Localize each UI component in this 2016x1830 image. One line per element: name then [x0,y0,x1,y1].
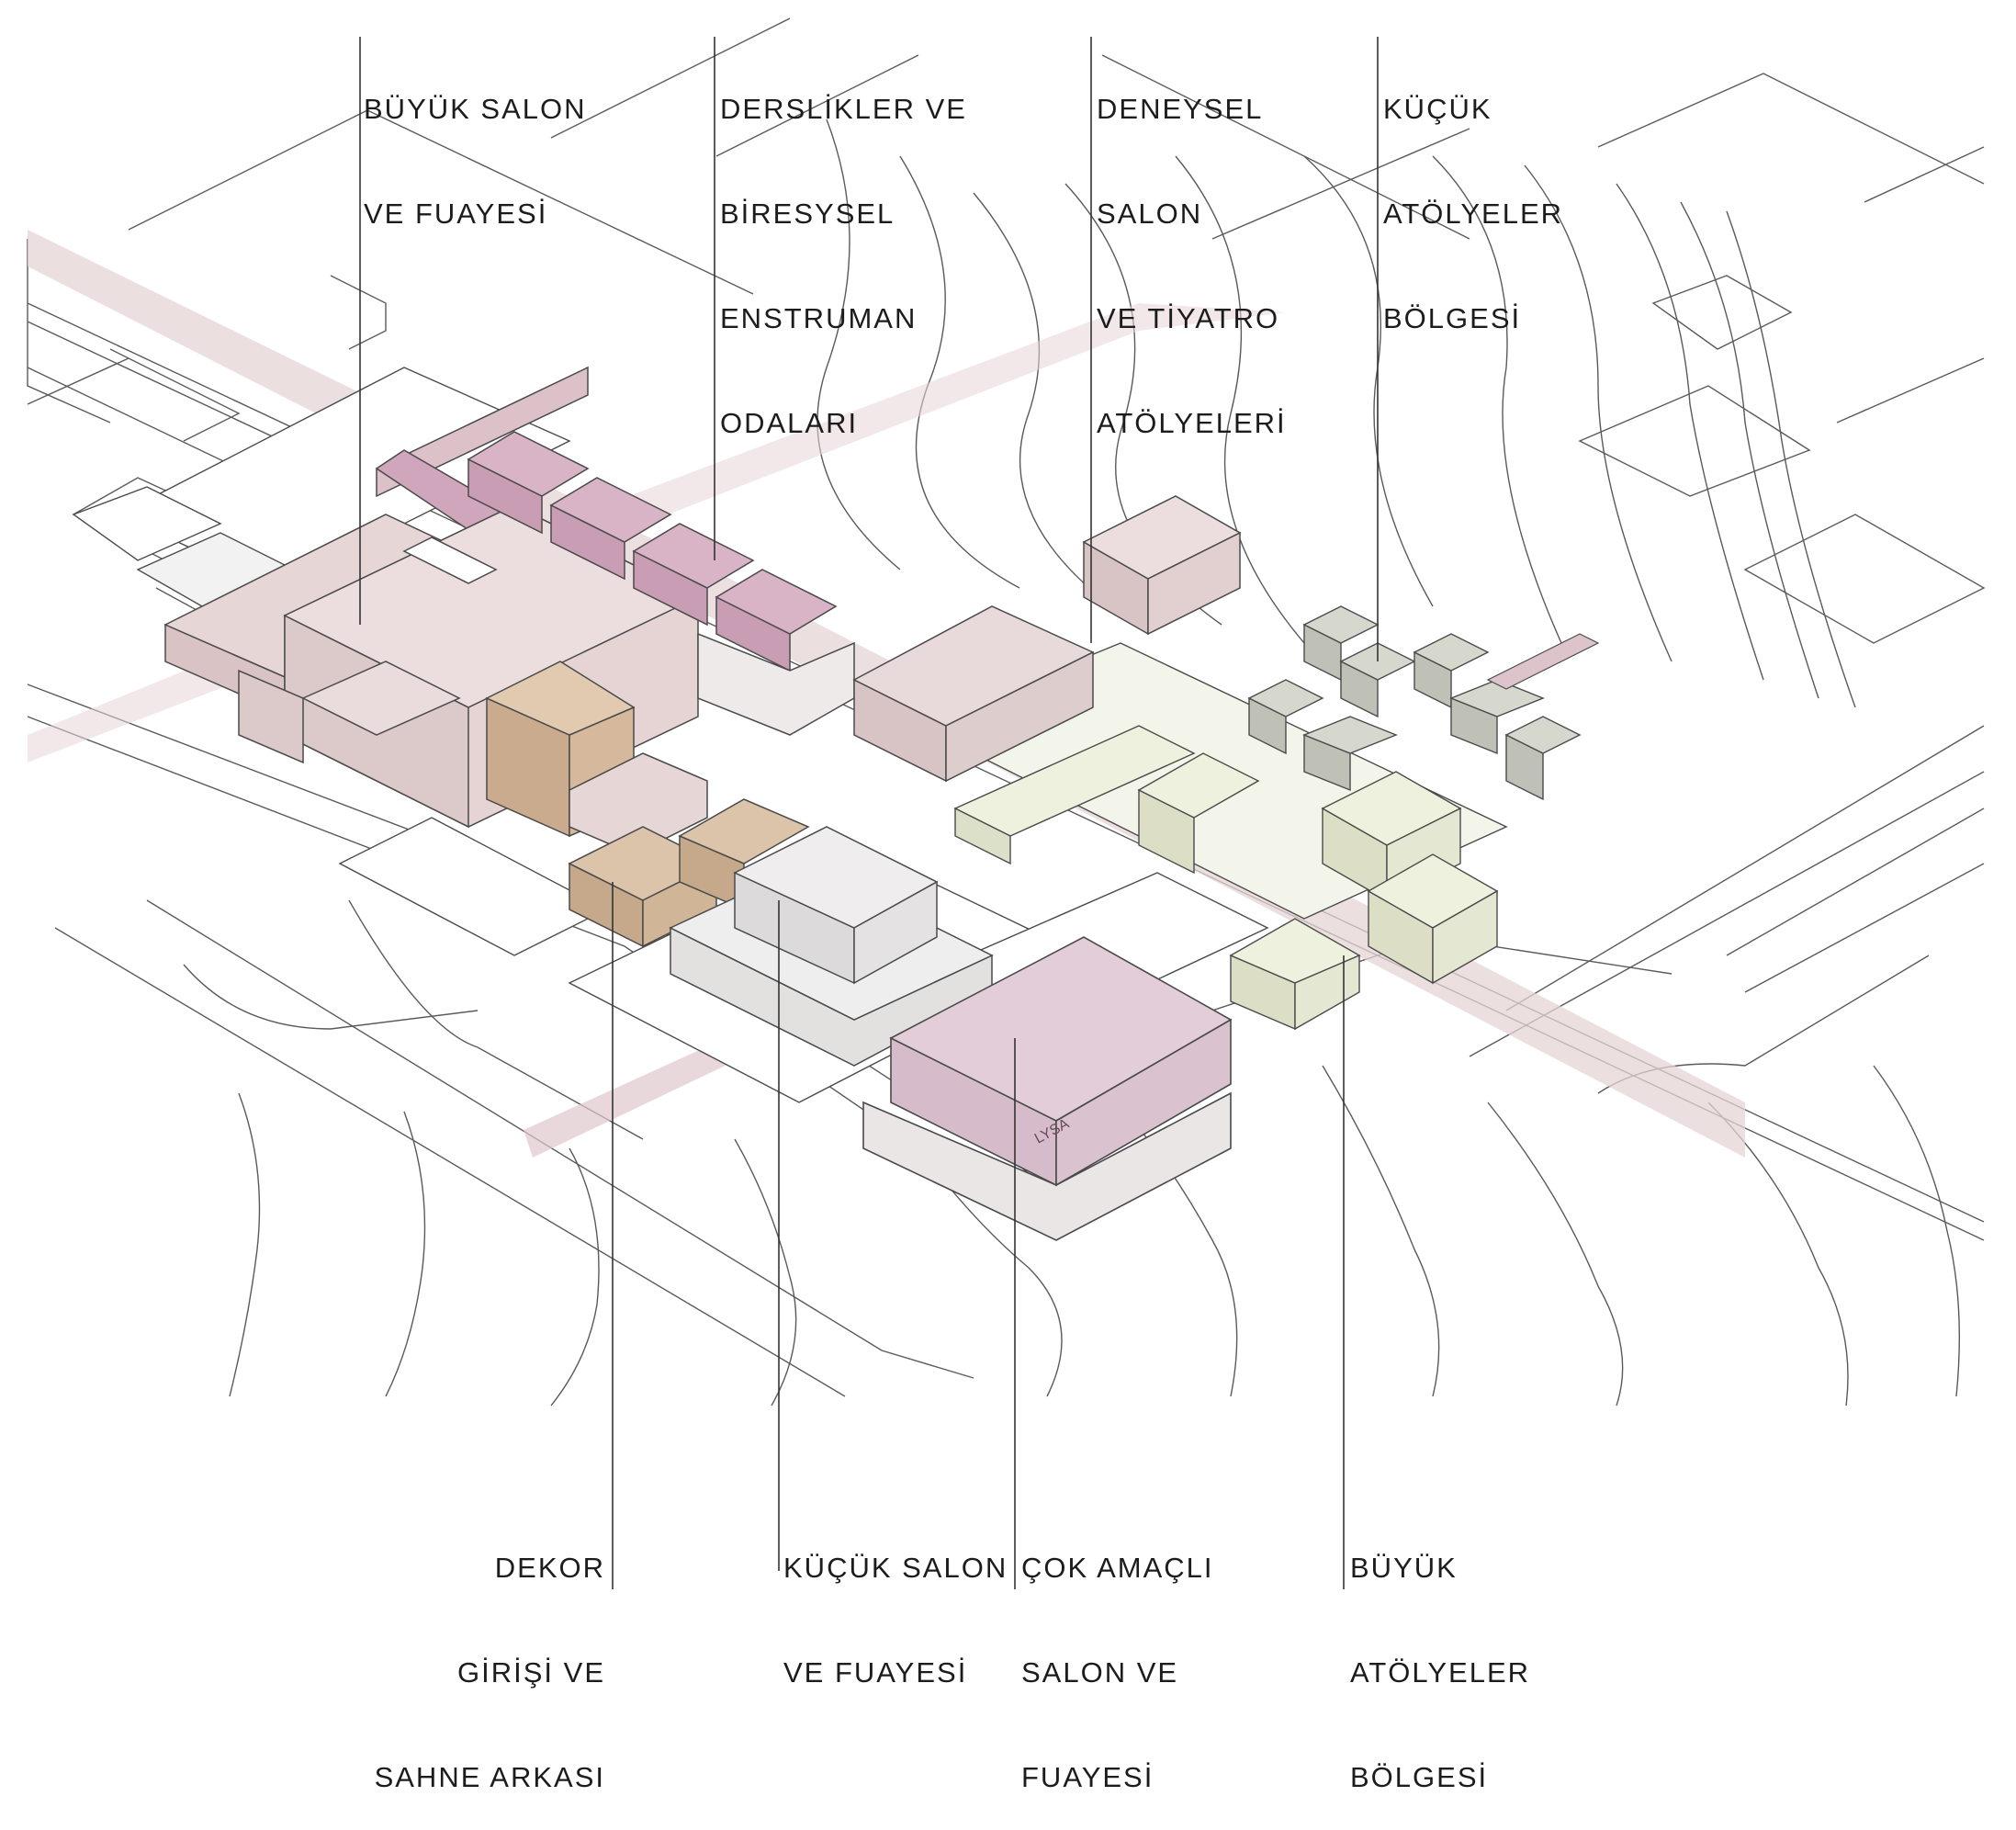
label-line: SALON [1097,198,1203,230]
deneysel-salon-building [1082,495,1242,636]
label-line: ATÖLYELER [1383,198,1564,230]
label-line: DERSLİKLER VE [720,93,967,125]
label-line: BÜYÜK SALON [364,93,587,125]
label-line: SALON VE [1021,1656,1179,1689]
sahne-kulesi [485,661,708,855]
label-buyuk-salon: BÜYÜK SALON VE FUAYESİ [364,22,587,266]
label-line: FUAYESİ [1021,1761,1154,1793]
label-buyuk-atolyeler: BÜYÜK ATÖLYELER BÖLGESİ [1350,1481,1530,1830]
leader-lines [359,37,1379,1589]
label-line: ENSTRUMAN [720,302,918,334]
label-derslikler: DERSLİKLER VE BİRESYSEL ENSTRUMAN ODALAR… [720,22,967,476]
kopru [1486,633,1600,690]
label-line: ATÖLYELERİ [1097,407,1287,439]
site-axonometric-diagram: LYSA [27,17,1986,1589]
label-line: ODALARI [720,407,859,439]
label-line: VE TİYATRO [1097,302,1280,334]
label-line: GİRİŞİ VE [457,1656,605,1689]
kucuk-atolyeler-building [1247,605,1582,801]
label-line: ÇOK AMAÇLI [1021,1552,1214,1584]
label-line: KÜÇÜK SALON [783,1552,1008,1584]
kucuk-salon-building [568,798,994,1067]
label-line: VE FUAYESİ [783,1656,968,1689]
label-line: BİRESYSEL [720,198,895,230]
label-kucuk-salon: KÜÇÜK SALON VE FUAYESİ [783,1481,1008,1725]
label-line: BÜYÜK [1350,1552,1458,1584]
derslikler-building [467,431,855,736]
cok-amacli-salon-building [862,936,1233,1241]
label-line: DEKOR [494,1552,605,1584]
label-line: BÖLGESİ [1350,1761,1489,1793]
label-dekor: DEKOR GİRİŞİ VE SAHNE ARKASI [375,1481,605,1830]
label-line: VE FUAYESİ [364,198,548,230]
label-cok-amacli: ÇOK AMAÇLI SALON VE FUAYESİ [1021,1481,1214,1830]
label-kucuk-atolyeler: KÜÇÜK ATÖLYELER BÖLGESİ [1383,22,1563,371]
label-line: KÜÇÜK [1383,93,1492,125]
label-line: SAHNE ARKASI [374,1761,605,1793]
label-line: ATÖLYELER [1350,1656,1531,1689]
orta-blok [852,605,1095,783]
label-line: BÖLGESİ [1383,302,1522,334]
buyuk-atolyeler-building [953,725,1499,1031]
label-line: DENEYSEL [1097,93,1264,125]
label-deneysel: DENEYSEL SALON VE TİYATRO ATÖLYELERİ [1097,22,1287,476]
